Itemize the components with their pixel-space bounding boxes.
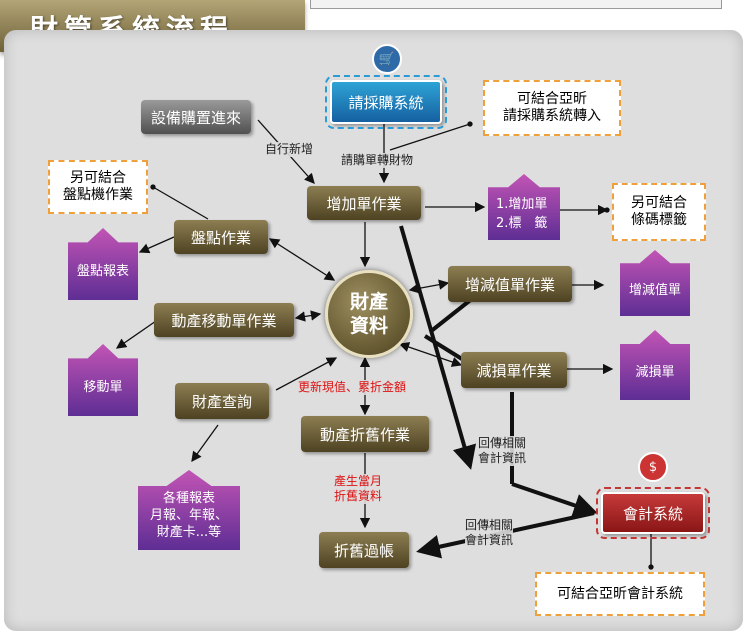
cart-icon: 🛒 <box>372 44 402 74</box>
accounting-node[interactable]: 會計系統 <box>596 487 710 539</box>
loss-node[interactable]: 減損單作業 <box>461 352 567 388</box>
dollar-icon: $ <box>638 452 668 482</box>
po-transfer-label: 請購單轉財物 <box>341 153 414 168</box>
update-value-label: 更新現值、累折金額 <box>298 380 407 395</box>
inventory-note: 另可結合 盤點機作業 <box>48 160 148 214</box>
monthly-depr-label: 產生當月 折舊資料 <box>334 474 383 504</box>
asset-query-node[interactable]: 財產查詢 <box>175 383 269 419</box>
barcode-note: 另可結合 條碼標籤 <box>612 183 706 241</box>
purchase-system-node[interactable]: 請採購系統 <box>325 75 447 129</box>
value-change-node[interactable]: 增減值單作業 <box>448 266 572 302</box>
depreciation-node[interactable]: 動產折舊作業 <box>301 416 429 452</box>
return-info-label-2: 回傳相關 會計資訊 <box>465 518 514 548</box>
depr-posting-node[interactable]: 折舊過帳 <box>319 532 409 568</box>
add-order-node[interactable]: 增加單作業 <box>307 186 421 220</box>
accounting-note: 可結合亞昕會計系統 <box>535 572 705 616</box>
purchase-note: 可結合亞昕 請採購系統轉入 <box>483 80 621 136</box>
equipment-in-node[interactable]: 設備購置進來 <box>141 100 251 134</box>
inventory-node[interactable]: 盤點作業 <box>174 220 268 254</box>
movement-node[interactable]: 動產移動單作業 <box>154 303 294 337</box>
asset-data-hub[interactable]: 財產 資料 <box>325 270 413 358</box>
self-add-label: 自行新增 <box>265 142 314 157</box>
return-info-label-1: 回傳相關 會計資訊 <box>478 436 527 466</box>
top-frame <box>310 0 722 9</box>
